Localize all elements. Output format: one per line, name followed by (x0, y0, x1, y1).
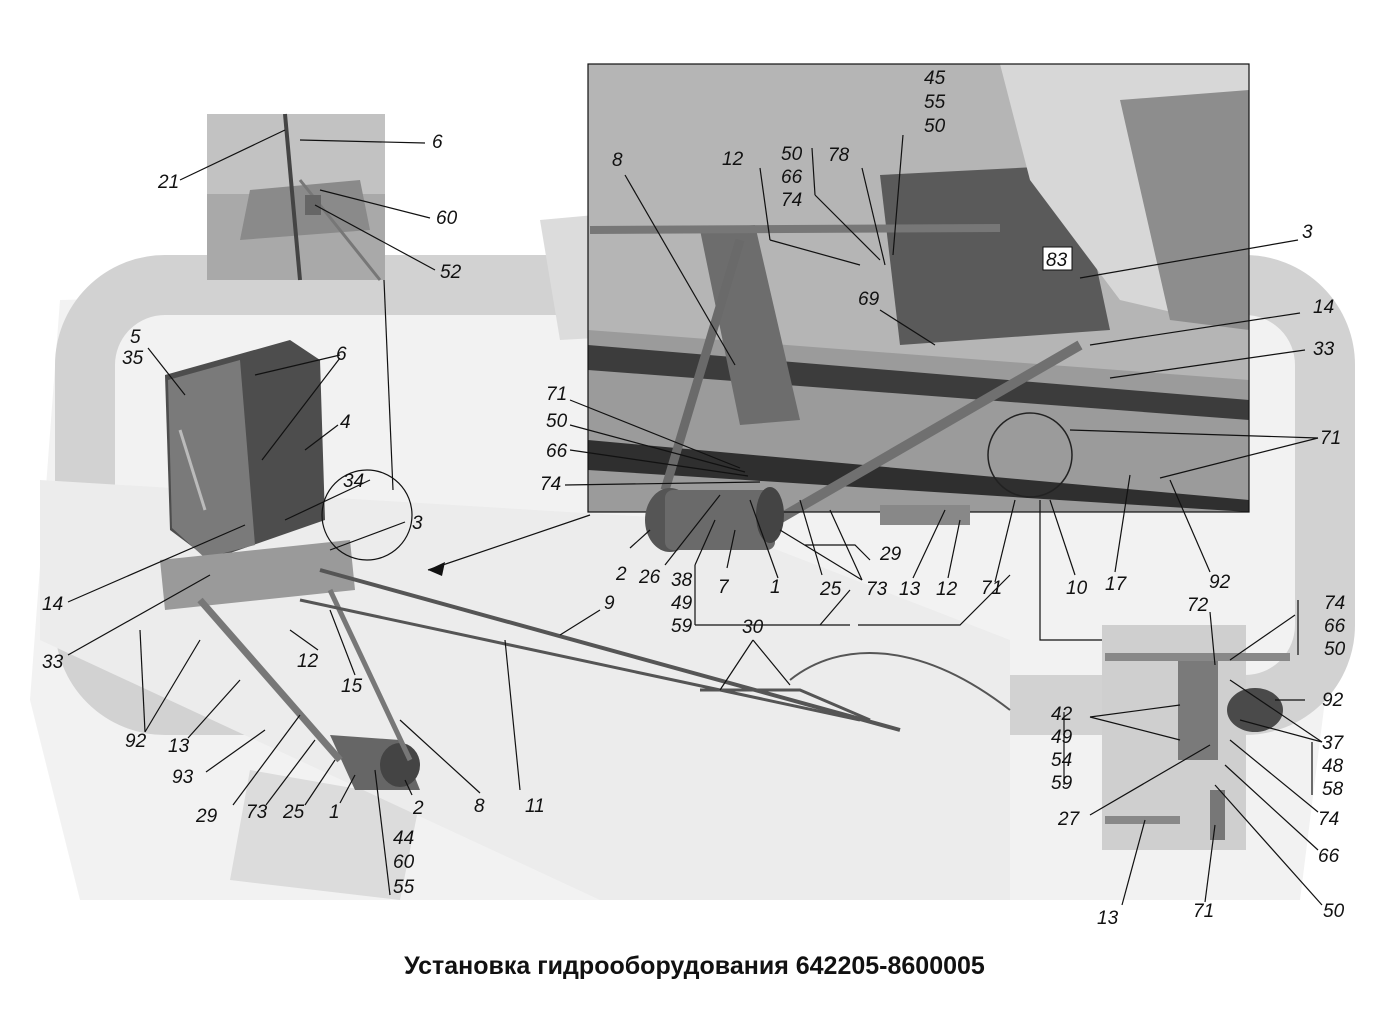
detail-inset-right (1102, 625, 1290, 850)
callout: 8 (612, 150, 623, 171)
callout: 12 (936, 579, 958, 600)
callout: 3 (1302, 222, 1313, 243)
hydraulic-tank (160, 340, 355, 610)
callout: 59 (1051, 773, 1073, 794)
detail-inset-top (207, 113, 385, 281)
callout: 71 (546, 384, 567, 405)
callout: 74 (781, 190, 802, 211)
callout: 13 (168, 736, 190, 757)
callout: 44 (393, 828, 414, 849)
callout: 33 (1313, 339, 1335, 360)
callout: 13 (1097, 908, 1119, 929)
callout: 38 (671, 570, 693, 591)
callout: 74 (1318, 809, 1339, 830)
pump-main (645, 487, 970, 552)
callout-box (1042, 246, 1073, 271)
callout: 55 (924, 92, 946, 113)
callout: 2 (412, 798, 424, 819)
callout: 50 (924, 116, 946, 137)
diagram-title: Установка гидрооборудования 642205-86000… (404, 952, 985, 980)
callout: 29 (195, 806, 218, 827)
callout: 49 (1051, 727, 1073, 748)
main-photo-inset (588, 64, 1249, 535)
pump-lower-left (197, 588, 420, 790)
callout: 54 (1051, 750, 1072, 771)
callout: 12 (722, 149, 744, 170)
callout: 26 (638, 567, 661, 588)
callout: 11 (525, 796, 545, 817)
callout: 66 (546, 441, 568, 462)
callout: 71 (1320, 428, 1341, 449)
callout: 92 (125, 731, 147, 752)
callout: 48 (1322, 756, 1344, 777)
leader-lines (67, 129, 1323, 906)
callout: 45 (924, 68, 946, 89)
callout: 42 (1051, 704, 1073, 725)
callout: 3 (412, 513, 423, 534)
callout: 50 (546, 411, 568, 432)
callout: 60 (393, 852, 415, 873)
callout: 74 (540, 474, 561, 495)
callout: 25 (819, 579, 842, 600)
callout: 10 (1066, 578, 1088, 599)
callout: 49 (671, 593, 693, 614)
callout: 15 (341, 676, 363, 697)
callout: 92 (1322, 690, 1344, 711)
callout: 50 (781, 144, 803, 165)
callout: 1 (329, 802, 340, 823)
callout: 27 (1057, 809, 1081, 830)
callout: 37 (1322, 733, 1345, 754)
arrow-indicator (428, 562, 445, 576)
callout: 9 (604, 593, 615, 614)
callout: 66 (781, 167, 803, 188)
callout: 60 (436, 208, 458, 229)
callout: 50 (1323, 901, 1345, 922)
callout: 71 (981, 578, 1002, 599)
callout: 78 (828, 145, 850, 166)
callout: 74 (1324, 593, 1345, 614)
callout: 21 (157, 172, 179, 193)
callout: 5 (130, 327, 141, 348)
callout: 73 (246, 802, 268, 823)
callout: 58 (1322, 779, 1344, 800)
callout: 83 (1046, 250, 1068, 271)
callout: 14 (1313, 297, 1334, 318)
pipe-lines (299, 568, 1011, 732)
callout: 6 (336, 344, 347, 365)
callout: 4 (340, 412, 351, 433)
callout: 66 (1318, 846, 1340, 867)
callout: 73 (866, 579, 888, 600)
callout: 35 (122, 348, 144, 369)
callout: 34 (343, 471, 364, 492)
callout: 59 (671, 616, 693, 637)
callout: 72 (1187, 595, 1209, 616)
callout: 30 (742, 617, 764, 638)
callout: 55 (393, 877, 415, 898)
callout: 8 (474, 796, 485, 817)
callout: 7 (718, 577, 730, 598)
callout: 6 (432, 132, 443, 153)
callout: 2 (615, 564, 627, 585)
callout: 17 (1105, 574, 1128, 595)
callout: 66 (1324, 616, 1346, 637)
callout: 71 (1193, 901, 1214, 922)
callout: 12 (297, 651, 319, 672)
callout-labels: 21 6 60 52 5 35 6 4 34 3 14 33 92 13 93 … (42, 68, 1346, 929)
callout: 29 (879, 544, 902, 565)
callout: 52 (440, 262, 462, 283)
callout: 25 (282, 802, 305, 823)
callout: 92 (1209, 572, 1231, 593)
callout: 93 (172, 767, 194, 788)
callout: 33 (42, 652, 64, 673)
callout: 69 (858, 289, 880, 310)
callout: 1 (770, 577, 781, 598)
callout: 13 (899, 579, 921, 600)
callout: 50 (1324, 639, 1346, 660)
callout: 14 (42, 594, 63, 615)
